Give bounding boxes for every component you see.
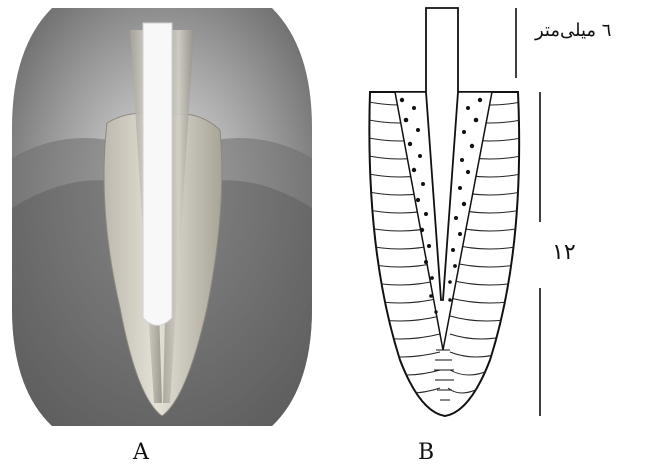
photo-panel-a xyxy=(12,8,312,426)
cross-section-panel-b xyxy=(340,0,646,430)
panel-label-b: B xyxy=(418,440,434,465)
dimension-label-main: ١٢ xyxy=(552,240,576,265)
post-photo xyxy=(143,23,172,326)
panel-label-a: A xyxy=(133,440,149,465)
dimension-label-upper: ٦ میلی‌متر xyxy=(535,20,611,41)
